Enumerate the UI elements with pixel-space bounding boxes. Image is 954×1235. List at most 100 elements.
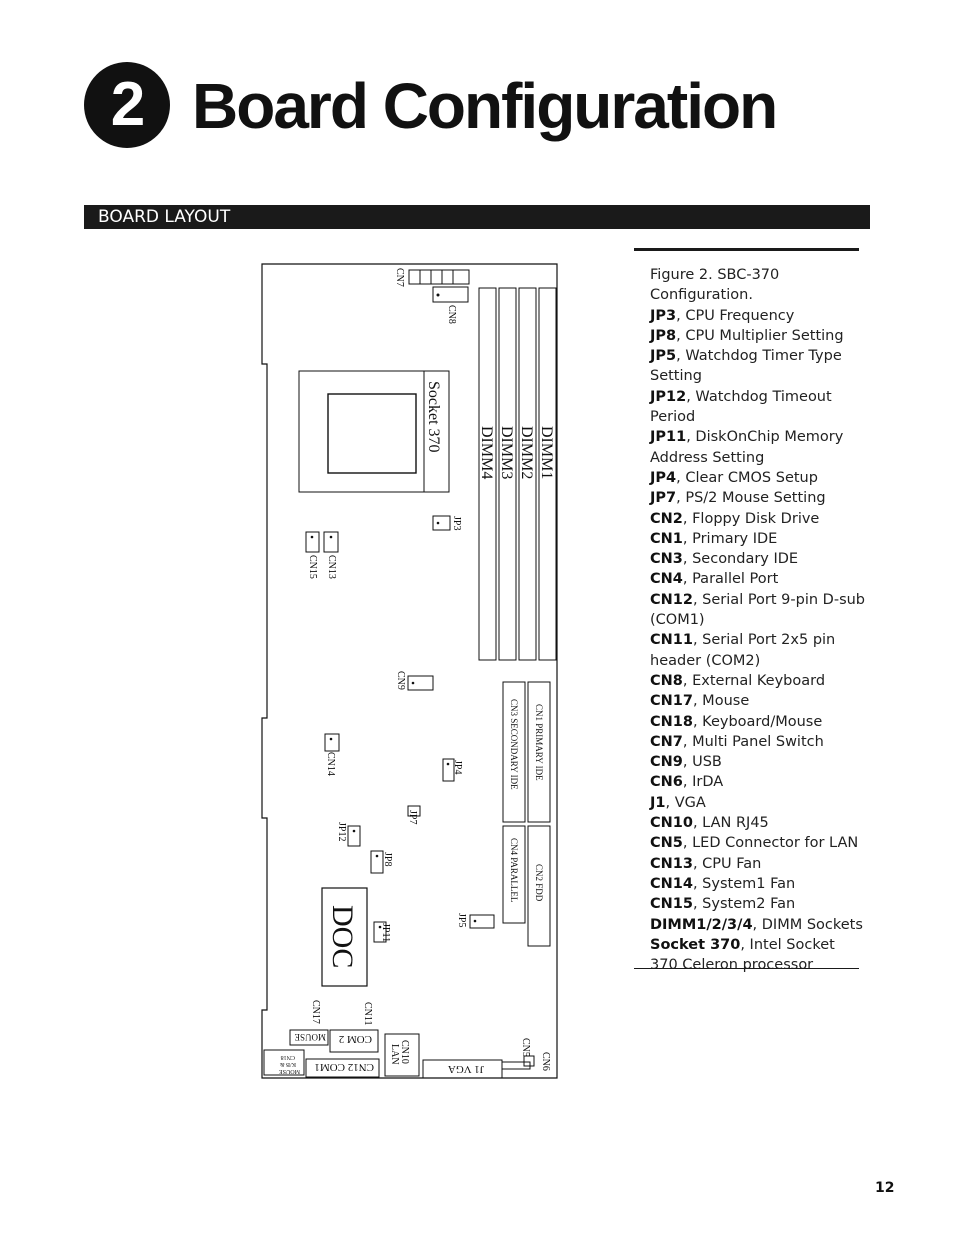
caption-line: CN8, External Keyboard (650, 671, 865, 691)
jp11-jumper (373, 921, 387, 943)
caption-line: CN10, LAN RJ45 (650, 813, 865, 833)
caption-description: , LED Connector for LAN (682, 835, 859, 852)
cn13-fan (323, 531, 339, 553)
caption-line: JP8, CPU Multiplier Setting (650, 326, 865, 346)
caption-description: , Serial Port 9-pin D-sub (COM1) (650, 591, 866, 629)
cn10-label-2: LAN (389, 1044, 400, 1065)
caption-term: JP8 (650, 327, 677, 344)
caption-description: , Floppy Disk Drive (682, 510, 820, 527)
cn3-secondary-ide (502, 681, 526, 823)
caption-line: CN17, Mouse (650, 691, 865, 711)
j1-label: J1 VGA (448, 1063, 484, 1075)
caption-line: JP4, Clear CMOS Setup (650, 468, 865, 488)
caption-line: JP12, Watchdog Timeout Period (650, 387, 865, 428)
caption-description: , Watchdog Timer Type Setting (650, 348, 842, 385)
caption-term: CN10 (650, 815, 693, 832)
cn9-label: CN9 (395, 671, 406, 690)
caption-description: , Primary IDE (682, 530, 778, 547)
caption-term: JP4 (650, 469, 677, 486)
caption-description: , Intel Socket 370 Celeron processor (650, 936, 835, 974)
caption-line: JP11, DiskOnChip Memory Address Setting (650, 427, 865, 468)
caption-term: CN18 (650, 713, 693, 730)
caption-line: Figure 2. SBC-370 Configuration. (650, 265, 865, 306)
cn14-fan (324, 733, 340, 752)
caption-line: CN9, USB (650, 752, 865, 772)
cn17-mouse (289, 1029, 329, 1046)
cn8-connector (432, 286, 469, 303)
caption-description: , Secondary IDE (682, 551, 799, 568)
caption-description: , Keyboard/Mouse (692, 713, 823, 730)
jp8-label: JP8 (382, 852, 393, 866)
cn4-parallel (502, 825, 526, 924)
cn17-label: CN17 (310, 1000, 321, 1024)
cn12-label: CN12 COM1 (314, 1061, 374, 1073)
caption-term: CN9 (650, 754, 683, 771)
caption-term: JP7 (650, 490, 677, 507)
caption-description: , LAN RJ45 (692, 815, 769, 832)
chapter-number-badge: 2 (84, 62, 170, 148)
caption-line: CN6, IrDA (650, 772, 865, 792)
figure-caption: Figure 2. SBC-370 Configuration.JP3, CPU… (650, 265, 865, 975)
cn7-header (408, 269, 470, 285)
cn12-com1 (305, 1058, 380, 1078)
caption-description: , Parallel Port (682, 571, 779, 588)
cn13-label: CN13 (326, 555, 337, 579)
jp8-jumper (370, 850, 384, 874)
caption-line: CN4, Parallel Port (650, 569, 865, 589)
caption-line: JP5, Watchdog Timer Type Setting (650, 346, 865, 387)
cn2-label: CN2 FDD (534, 864, 544, 902)
cn1-label: CN1 PRIMARY IDE (534, 704, 544, 781)
cn3-label: CN3 SECONDARY IDE (509, 699, 519, 790)
doc-socket (321, 887, 368, 987)
caption-term: CN15 (650, 896, 693, 913)
dimm1-slot (538, 287, 557, 661)
jp7-label: JP7 (407, 810, 418, 824)
cn18-label-2: K/B & (279, 1061, 296, 1067)
caption-term: CN2 (650, 510, 683, 527)
caption-bottom-rule (634, 968, 859, 969)
caption-term: JP11 (650, 429, 687, 446)
caption-term: CN12 (650, 591, 693, 608)
caption-term: DIMM1/2/3/4 (650, 916, 753, 933)
caption-line: CN11, Serial Port 2x5 pin header (COM2) (650, 630, 865, 671)
caption-line: CN7, Multi Panel Switch (650, 732, 865, 752)
caption-term: CN17 (650, 693, 693, 710)
cn11-label: CN11 (362, 1002, 373, 1026)
doc-label: DOC (326, 905, 359, 968)
caption-line: Socket 370, Intel Socket 370 Celeron pro… (650, 935, 865, 976)
caption-term: CN8 (650, 672, 683, 689)
cn6-irda (523, 1055, 535, 1067)
caption-description: , System2 Fan (692, 896, 796, 913)
caption-term: CN7 (650, 733, 683, 750)
jp3-jumper (432, 515, 451, 531)
dimm4-slot (478, 287, 497, 661)
caption-term: CN13 (650, 855, 693, 872)
cn11-com2 (329, 1029, 379, 1053)
cn15-fan (305, 531, 320, 553)
jp4-label: JP4 (452, 760, 463, 774)
caption-description: , Clear CMOS Setup (676, 469, 818, 486)
cpu-die (327, 393, 417, 474)
cn15-label: CN15 (307, 555, 318, 579)
caption-description: Figure 2. SBC-370 Configuration. (650, 267, 780, 304)
caption-description: , USB (682, 754, 722, 771)
cn10-label-1: CN10 (399, 1040, 410, 1064)
caption-term: CN14 (650, 875, 693, 892)
jp12-jumper (347, 825, 361, 847)
caption-line: CN13, CPU Fan (650, 854, 865, 874)
socket-label-box (423, 370, 450, 493)
caption-term: Socket 370 (650, 936, 741, 953)
caption-description: , Mouse (692, 693, 750, 710)
caption-line: CN3, Secondary IDE (650, 549, 865, 569)
caption-line: CN12, Serial Port 9-pin D-sub (COM1) (650, 590, 865, 631)
caption-term: JP12 (650, 388, 687, 405)
caption-top-rule (634, 248, 859, 251)
caption-description: , Watchdog Timeout Period (650, 388, 832, 426)
jp12-label: JP12 (336, 822, 347, 841)
socket-370-label: Socket 370 (425, 381, 442, 453)
caption-line: CN1, Primary IDE (650, 529, 865, 549)
cn5-label: CN5 (520, 1038, 531, 1057)
caption-term: CN11 (650, 632, 693, 649)
caption-line: CN18, Keyboard/Mouse (650, 712, 865, 732)
cn1-primary-ide (527, 681, 551, 823)
